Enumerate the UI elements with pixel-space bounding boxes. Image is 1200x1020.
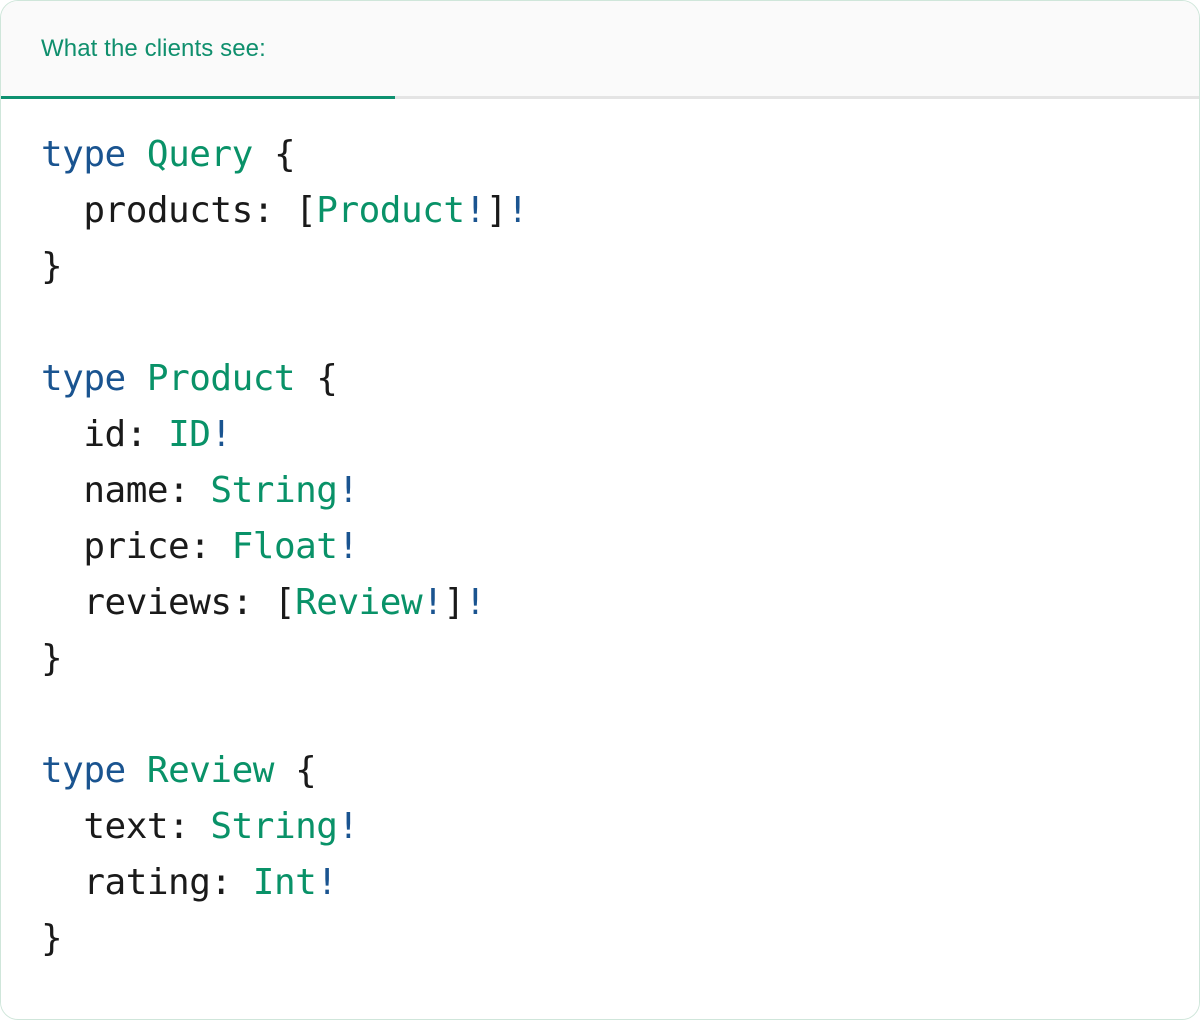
code-token-punc <box>126 750 147 791</box>
code-token-type: Product <box>146 358 296 399</box>
code-token-type: Product <box>316 190 465 231</box>
code-token-field: products <box>83 190 253 231</box>
code-token-punc: : <box>210 862 253 903</box>
code-token-punc: : <box>189 526 232 567</box>
code-line: } <box>41 631 1199 687</box>
code-line: } <box>41 239 1199 295</box>
tab-strip: What the clients see: <box>1 1 1199 99</box>
code-token-type: Review <box>295 582 423 623</box>
code-token-field: price <box>83 526 190 567</box>
code-token-bang: ! <box>464 190 487 231</box>
code-token-kw: type <box>41 134 126 175</box>
code-indent <box>41 414 83 455</box>
code-token-type: Review <box>146 750 275 791</box>
code-token-punc: ] <box>443 582 465 623</box>
code-indent <box>41 470 83 511</box>
code-token-type: Query <box>146 134 253 175</box>
code-token-field: id <box>83 414 126 455</box>
code-token-bang: ! <box>506 190 529 231</box>
code-token-punc: } <box>41 918 63 959</box>
code-token-punc: } <box>41 246 63 287</box>
code-line: type Query { <box>41 127 1199 183</box>
code-token-punc: { <box>295 358 338 399</box>
code-token-punc: { <box>252 134 296 175</box>
code-line: text: String! <box>41 799 1199 855</box>
code-token-field: reviews <box>83 582 232 623</box>
code-token-type: Int <box>252 862 317 903</box>
code-token-type: String <box>210 806 338 847</box>
code-token-bang: ! <box>464 582 487 623</box>
code-indent <box>41 582 83 623</box>
code-line: name: String! <box>41 463 1199 519</box>
code-line: price: Float! <box>41 519 1199 575</box>
code-token-kw: type <box>41 750 126 791</box>
code-token-bang: ! <box>422 582 444 623</box>
code-indent <box>41 526 83 567</box>
code-line: } <box>41 911 1199 967</box>
code-token-kw: type <box>41 358 126 399</box>
code-token-punc: ] <box>485 190 508 231</box>
code-token-punc <box>126 134 147 175</box>
tab-what-the-clients-see[interactable]: What the clients see: <box>1 1 395 99</box>
code-token-punc: : <box>168 470 211 511</box>
code-token-punc: : <box>125 414 169 455</box>
code-area: type Query { products: [Product!]!}type … <box>1 99 1199 1018</box>
code-line: id: ID! <box>41 407 1199 463</box>
code-token-bang: ! <box>316 862 338 903</box>
code-token-punc: : <box>168 806 211 847</box>
code-line: products: [Product!]! <box>41 183 1199 239</box>
code-line: type Review { <box>41 743 1199 799</box>
code-token-punc: } <box>41 638 63 679</box>
code-indent <box>41 190 83 231</box>
graphql-schema-code[interactable]: type Query { products: [Product!]!}type … <box>1 127 1199 967</box>
code-token-type: String <box>210 470 338 511</box>
code-token-bang: ! <box>337 470 359 511</box>
code-line: type Product { <box>41 351 1199 407</box>
code-token-punc: : [ <box>231 582 296 623</box>
code-token-bang: ! <box>210 414 232 455</box>
code-line: reviews: [Review!]! <box>41 575 1199 631</box>
code-token-field: rating <box>83 862 211 903</box>
code-token-bang: ! <box>337 526 359 567</box>
code-token-type: Float <box>231 526 338 567</box>
code-token-punc: { <box>273 750 317 791</box>
code-indent <box>41 862 83 903</box>
tab-label: What the clients see: <box>41 34 266 62</box>
code-indent <box>41 806 83 847</box>
code-token-punc: : [ <box>252 190 317 231</box>
code-line <box>41 295 1199 351</box>
code-token-bang: ! <box>337 806 359 847</box>
code-token-punc <box>126 358 147 399</box>
code-token-field: text <box>83 806 169 847</box>
code-token-type: ID <box>168 414 211 455</box>
code-line <box>41 687 1199 743</box>
code-token-field: name <box>83 470 169 511</box>
code-line: rating: Int! <box>41 855 1199 911</box>
